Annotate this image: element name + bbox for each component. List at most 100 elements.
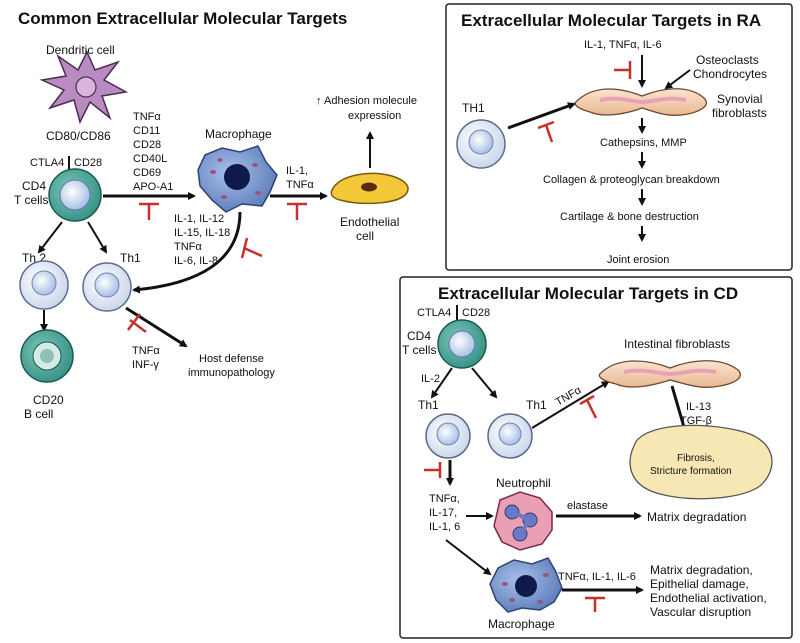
cd-tnf-arrow — [531, 380, 610, 429]
target-item: CD40L — [133, 153, 167, 165]
cd-th1-left-label: Th1 — [418, 398, 439, 412]
ra-th1-arrow — [507, 102, 576, 130]
target-item: CD28 — [133, 139, 161, 151]
cd-cd4-t-cell — [437, 319, 487, 369]
cd-macrophage-cell — [489, 557, 563, 613]
cytokine-item: IL-1, IL-12 — [174, 213, 224, 225]
ra-step: Joint erosion — [607, 254, 669, 266]
cd-cd4-label: CD4 — [407, 329, 431, 343]
t-cells-label: T cells — [14, 193, 48, 207]
il2-label: IL-2 — [421, 373, 440, 385]
target-item: TNFα — [133, 111, 161, 123]
ra-th1-cell — [456, 119, 506, 169]
inhibitor-mark — [240, 237, 263, 259]
target-item: APO-A1 — [133, 181, 173, 193]
cd4-to-th1-arrow — [87, 221, 108, 254]
inhibitor-mark — [579, 394, 598, 419]
synovial-label: Synovial — [717, 92, 762, 106]
endothelial-cell — [330, 172, 409, 205]
macrophage-to-th1-arrow — [132, 211, 242, 294]
tnf-inf-item: INF-γ — [132, 359, 159, 371]
outcome-item: Vascular disruption — [650, 605, 751, 619]
il13-label: IL-13 — [686, 401, 711, 413]
th1-cell — [82, 262, 132, 312]
ra-step: Cathepsins, MMP — [600, 137, 687, 149]
th1-label: Th1 — [120, 251, 141, 265]
th1-to-host-arrow — [125, 306, 188, 348]
common-title: Common Extracellular Molecular Targets — [18, 9, 347, 28]
ra-step: Cartilage & bone destruction — [560, 211, 699, 223]
neutro-cytokine: TNFα, — [429, 493, 460, 505]
cd-title: Extracellular Molecular Targets in CD — [438, 284, 738, 303]
inhibitor-mark — [287, 202, 307, 220]
outcome-item: Epithelial damage, — [650, 577, 749, 591]
cd-ctla4-label: CTLA4 — [417, 307, 451, 319]
macrophage-label: Macrophage — [205, 127, 272, 141]
immunopathology-label: immunopathology — [188, 367, 275, 379]
outcome-item: Matrix degradation, — [650, 563, 753, 577]
ra-panel — [445, 3, 793, 271]
neutro-cytokine: IL-17, — [429, 507, 457, 519]
endothelial-label: Endothelial — [340, 215, 399, 229]
cd4-t-cell — [48, 168, 102, 222]
inhibitor-mark — [139, 202, 159, 220]
th2-cell — [19, 260, 69, 310]
synovial-fibroblasts — [574, 88, 707, 116]
intestinal-label: Intestinal fibroblasts — [624, 337, 730, 351]
chondrocytes-label: Chondrocytes — [693, 67, 767, 81]
ctla4-label: CTLA4 — [30, 157, 64, 169]
ra-th1-label: TH1 — [462, 101, 485, 115]
cytokine-item: TNFα — [174, 241, 202, 253]
ra-step: Collagen & proteoglycan breakdown — [543, 174, 720, 186]
cd-panel — [399, 276, 793, 639]
cd-th1-left-cell — [425, 413, 471, 459]
target-item: CD11 — [133, 125, 160, 137]
adhesion-label: Adhesion molecule — [324, 95, 417, 107]
cd-macrophage-label: Macrophage — [488, 617, 555, 631]
b-cell-label: B cell — [24, 407, 53, 421]
neutrophil-cell — [493, 491, 553, 551]
dendritic-cell — [39, 50, 129, 125]
cd-th1-right-cell — [487, 413, 533, 459]
cd-cd28-label: CD28 — [462, 307, 490, 319]
cd80-cd86-label: CD80/CD86 — [46, 129, 111, 143]
cd-il2-arrow-left — [430, 367, 453, 399]
cd20-b-cell — [20, 329, 74, 383]
osteoclast-arrow — [664, 69, 691, 90]
fibrosis-region — [629, 424, 773, 500]
fibroblasts-label: fibroblasts — [712, 106, 767, 120]
inhibitor-mark — [537, 120, 555, 143]
fibrosis-label: Fibrosis, — [677, 453, 715, 464]
tnf-label: TNFα — [286, 179, 314, 191]
cd28-label: CD28 — [74, 157, 102, 169]
to-cd-macrophage-arrow — [445, 539, 492, 576]
dendritic-label: Dendritic cell — [46, 43, 115, 57]
inhibitor-mark — [127, 313, 147, 333]
neutro-cytokine: IL-1, 6 — [429, 521, 460, 533]
expression-label: expression — [348, 110, 401, 122]
ra-cytokines: IL-1, TNFα, IL-6 — [584, 39, 662, 51]
cd-il2-arrow-right — [471, 367, 498, 399]
macrophage-cytokines: IL-1, IL-12 IL-15, IL-18 TNFα IL-6, IL-8 — [174, 213, 230, 267]
macrophage-cell — [197, 145, 278, 213]
inhibitor-mark — [424, 462, 442, 478]
stricture-label: Stricture formation — [650, 466, 732, 477]
intestinal-fibroblasts — [598, 360, 741, 388]
il1-label: IL-1, — [286, 165, 308, 177]
neutrophil-label: Neutrophil — [496, 476, 551, 490]
elastase-label: elastase — [567, 500, 608, 512]
target-item: CD69 — [133, 167, 161, 179]
tnf-inf-item: TNFα — [132, 345, 160, 357]
cytokine-item: IL-6, IL-8 — [174, 255, 218, 267]
mac-cytokines-label: TNFα, IL-1, IL-6 — [558, 571, 636, 583]
tgfb-label: TGF-β — [680, 415, 712, 427]
osteoclasts-label: Osteoclasts — [696, 53, 759, 67]
cd4-to-th2-arrow — [37, 221, 63, 254]
cytokine-item: IL-15, IL-18 — [174, 227, 230, 239]
ra-title: Extracellular Molecular Targets in RA — [461, 11, 761, 30]
matrix-label: Matrix degradation — [647, 510, 746, 524]
cd-t-cells-label: T cells — [402, 343, 436, 357]
outcome-item: Endothelial activation, — [650, 591, 767, 605]
cd20-label: CD20 — [33, 393, 64, 407]
